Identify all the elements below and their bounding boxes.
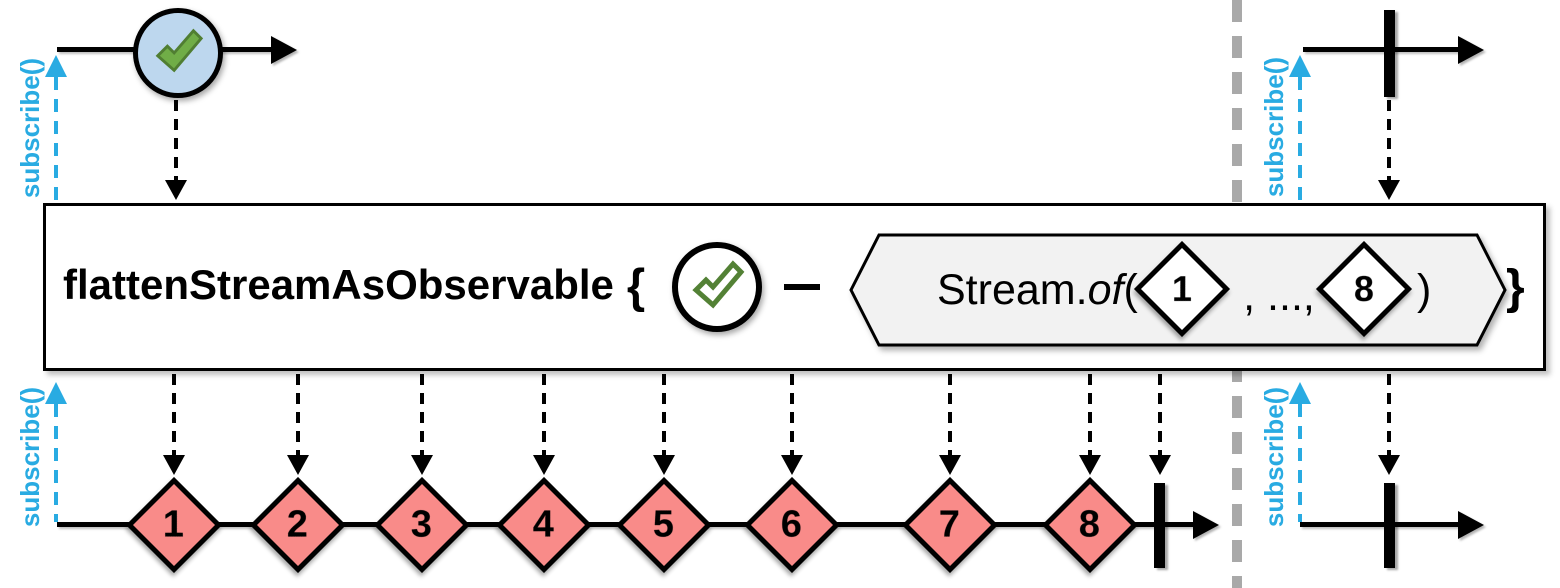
complete-arrowhead (1149, 455, 1171, 475)
emission-dashed-line (296, 374, 300, 456)
operator-name: flattenStreamAsObservable (63, 261, 614, 308)
emission-arrowhead (939, 455, 961, 475)
result-diamond-1: 1 (125, 476, 223, 574)
emission-dashed-line (790, 374, 794, 456)
emission-arrowhead (1079, 455, 1101, 475)
result-diamond-4: 4 (495, 476, 593, 574)
subscribe-arrowhead-top-left (45, 55, 67, 77)
result-value: 5 (653, 503, 675, 546)
subscribe-label-bottom-right: subscribe() (1259, 386, 1289, 528)
source-timeline-right (1303, 47, 1460, 52)
emission-dashed-line (948, 374, 952, 456)
complete-bar-result-right (1384, 483, 1395, 568)
subscribe-label-top-left: subscribe() (15, 57, 45, 199)
emission-dashed-line (172, 374, 176, 456)
source-emission-dashed-line (174, 100, 178, 180)
subscribe-arrowhead-top-right (1289, 55, 1311, 77)
result-diamond-3: 3 (373, 476, 471, 574)
complete-dashed-line (1158, 374, 1162, 456)
emission-arrowhead (533, 455, 555, 475)
stream-dot: . (1075, 265, 1088, 314)
result-value: 6 (781, 503, 803, 546)
subscribe-dashed-line-bottom-left (54, 404, 58, 522)
result-timeline-right (1300, 522, 1460, 527)
subscribe-dashed-line-top-right (1298, 77, 1302, 203)
subscribe-arrowhead-bottom-right (1289, 382, 1311, 404)
stream-first-value: 1 (1171, 268, 1193, 309)
source-timeline-arrowhead (271, 36, 297, 64)
result-value: 2 (287, 503, 309, 546)
emission-arrowhead (653, 455, 675, 475)
stream-hexagon: Stream.of( 1 , ..., 8 ) (849, 233, 1507, 347)
source-complete-arrowhead-right (1378, 180, 1400, 200)
operator-open-brace: { (626, 258, 646, 312)
stream-last-value: 8 (1353, 268, 1375, 309)
operator-marble (672, 242, 762, 332)
result-value: 7 (939, 503, 961, 546)
source-timeline-right-arrowhead (1458, 36, 1484, 64)
emission-arrowhead (287, 455, 309, 475)
source-complete-dashed-line-right (1387, 100, 1391, 180)
stream-class-name: Stream (937, 265, 1076, 314)
subscribe-label-top-right: subscribe() (1259, 56, 1289, 198)
result-value: 8 (1079, 503, 1101, 546)
subscribe-arrowhead-bottom-left (45, 382, 67, 404)
emission-dashed-line (1088, 374, 1092, 456)
stream-expression: Stream.of( (937, 233, 1138, 347)
result-diamond-8: 8 (1041, 476, 1139, 574)
subscribe-label-bottom-left: subscribe() (15, 386, 45, 528)
stream-close-paren: ) (1417, 265, 1432, 314)
operator-label: flattenStreamAsObservable { (63, 252, 645, 318)
result-value: 1 (163, 503, 185, 546)
result-value: 4 (533, 503, 555, 546)
result-complete-arrowhead-right (1378, 455, 1400, 475)
source-marble (133, 8, 223, 98)
maps-to-arrow-shaft (784, 284, 820, 290)
result-diamond-5: 5 (615, 476, 713, 574)
emission-arrowhead (781, 455, 803, 475)
emission-dashed-line (542, 374, 546, 456)
emission-arrowhead (411, 455, 433, 475)
subscribe-dashed-line-top-left (54, 77, 58, 203)
result-diamond-7: 7 (901, 476, 999, 574)
emission-dashed-line (420, 374, 424, 456)
subscribe-dashed-line-bottom-right (1298, 404, 1302, 522)
checkmark-icon (151, 24, 205, 83)
emission-arrowhead (163, 455, 185, 475)
checkmark-outline-icon (689, 257, 745, 318)
stream-separator: , ..., (1243, 271, 1315, 320)
complete-bar-result-left (1154, 483, 1165, 568)
emission-dashed-line (662, 374, 666, 456)
result-timeline-arrowhead (1193, 511, 1219, 539)
result-timeline-right-arrowhead (1458, 511, 1484, 539)
operator-close-brace: } (1506, 260, 1525, 314)
source-emission-arrowhead (165, 180, 187, 200)
complete-bar-source-right (1384, 10, 1395, 97)
result-value: 3 (411, 503, 433, 546)
result-complete-dashed-line-right (1387, 374, 1391, 456)
stream-method: of (1087, 265, 1124, 314)
result-diamond-6: 6 (743, 476, 841, 574)
result-diamond-2: 2 (249, 476, 347, 574)
stream-open-paren: ( (1123, 265, 1138, 314)
